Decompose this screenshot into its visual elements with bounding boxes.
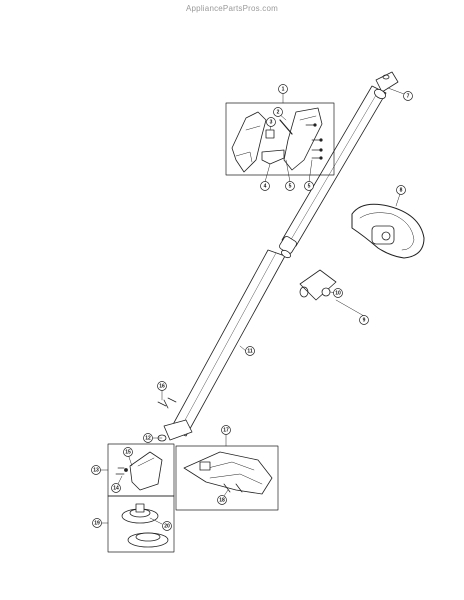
callout-label: 16 <box>159 384 165 390</box>
callout-19: 19 <box>92 518 102 528</box>
handle-assembly-box <box>225 102 335 176</box>
callout-9: 9 <box>359 315 369 325</box>
callout-5-second: 5 <box>304 181 314 191</box>
callout-11: 11 <box>245 346 255 356</box>
callout-10: 10 <box>333 288 343 298</box>
spring-part <box>279 119 293 135</box>
trimmer-guard <box>183 451 273 495</box>
callout-label: 7 <box>407 94 410 100</box>
lower-shaft <box>169 249 286 437</box>
callouts: 1 2 3 4 5 5 7 8 9 10 11 12 13 14 15 16 1… <box>91 84 413 531</box>
callout-12: 12 <box>143 433 153 443</box>
callout-label: 4 <box>264 184 267 190</box>
bolts-16 <box>157 397 177 409</box>
spool-base <box>127 532 169 548</box>
callout-label: 3 <box>270 120 273 126</box>
guard-box <box>175 445 279 511</box>
spool-cap <box>121 503 159 524</box>
motor-screws <box>115 467 128 475</box>
callout-label: 15 <box>125 450 131 456</box>
spool-box <box>107 495 175 553</box>
callout-label: 5 <box>308 184 311 190</box>
callout-label: 17 <box>223 428 229 434</box>
callout-4: 4 <box>260 181 270 191</box>
handle-screws <box>305 123 323 160</box>
callout-label: 14 <box>113 486 119 492</box>
callout-8: 8 <box>396 185 406 195</box>
callout-15: 15 <box>123 447 133 457</box>
handle-half-right <box>283 107 323 171</box>
handle-half-left <box>231 111 267 173</box>
guard-screws <box>223 483 243 493</box>
switch-part <box>265 129 275 139</box>
assist-handle <box>351 203 425 259</box>
callout-18: 18 <box>217 495 227 505</box>
callout-1: 1 <box>278 84 288 94</box>
adapter-part <box>299 269 337 301</box>
callout-2: 2 <box>273 107 283 117</box>
watermark-text: AppliancePartsPros.com <box>186 4 278 13</box>
callout-5-first: 5 <box>285 181 295 191</box>
trigger-part <box>261 149 285 165</box>
callout-label: 2 <box>277 110 280 116</box>
callout-label: 5 <box>289 184 292 190</box>
callout-17: 17 <box>221 425 231 435</box>
callout-label: 9 <box>363 318 366 324</box>
callout-label: 13 <box>93 468 99 474</box>
adapter-knob <box>321 287 331 297</box>
callout-label: 8 <box>400 188 403 194</box>
callout-16: 16 <box>157 381 167 391</box>
motor-housing <box>129 451 163 491</box>
callout-label: 11 <box>247 349 253 355</box>
callout-7: 7 <box>403 91 413 101</box>
callout-label: 10 <box>335 291 341 297</box>
callout-label: 20 <box>164 524 170 530</box>
callout-label: 18 <box>219 498 225 504</box>
callout-label: 1 <box>282 87 285 93</box>
callout-14: 14 <box>111 483 121 493</box>
callout-20: 20 <box>162 521 172 531</box>
callout-13: 13 <box>91 465 101 475</box>
leader-lines <box>99 87 405 525</box>
shaft-collar <box>157 419 193 442</box>
callout-label: 19 <box>94 521 100 527</box>
shaft-end-cap <box>374 71 399 100</box>
callout-label: 12 <box>145 436 151 442</box>
callout-3: 3 <box>266 117 276 127</box>
